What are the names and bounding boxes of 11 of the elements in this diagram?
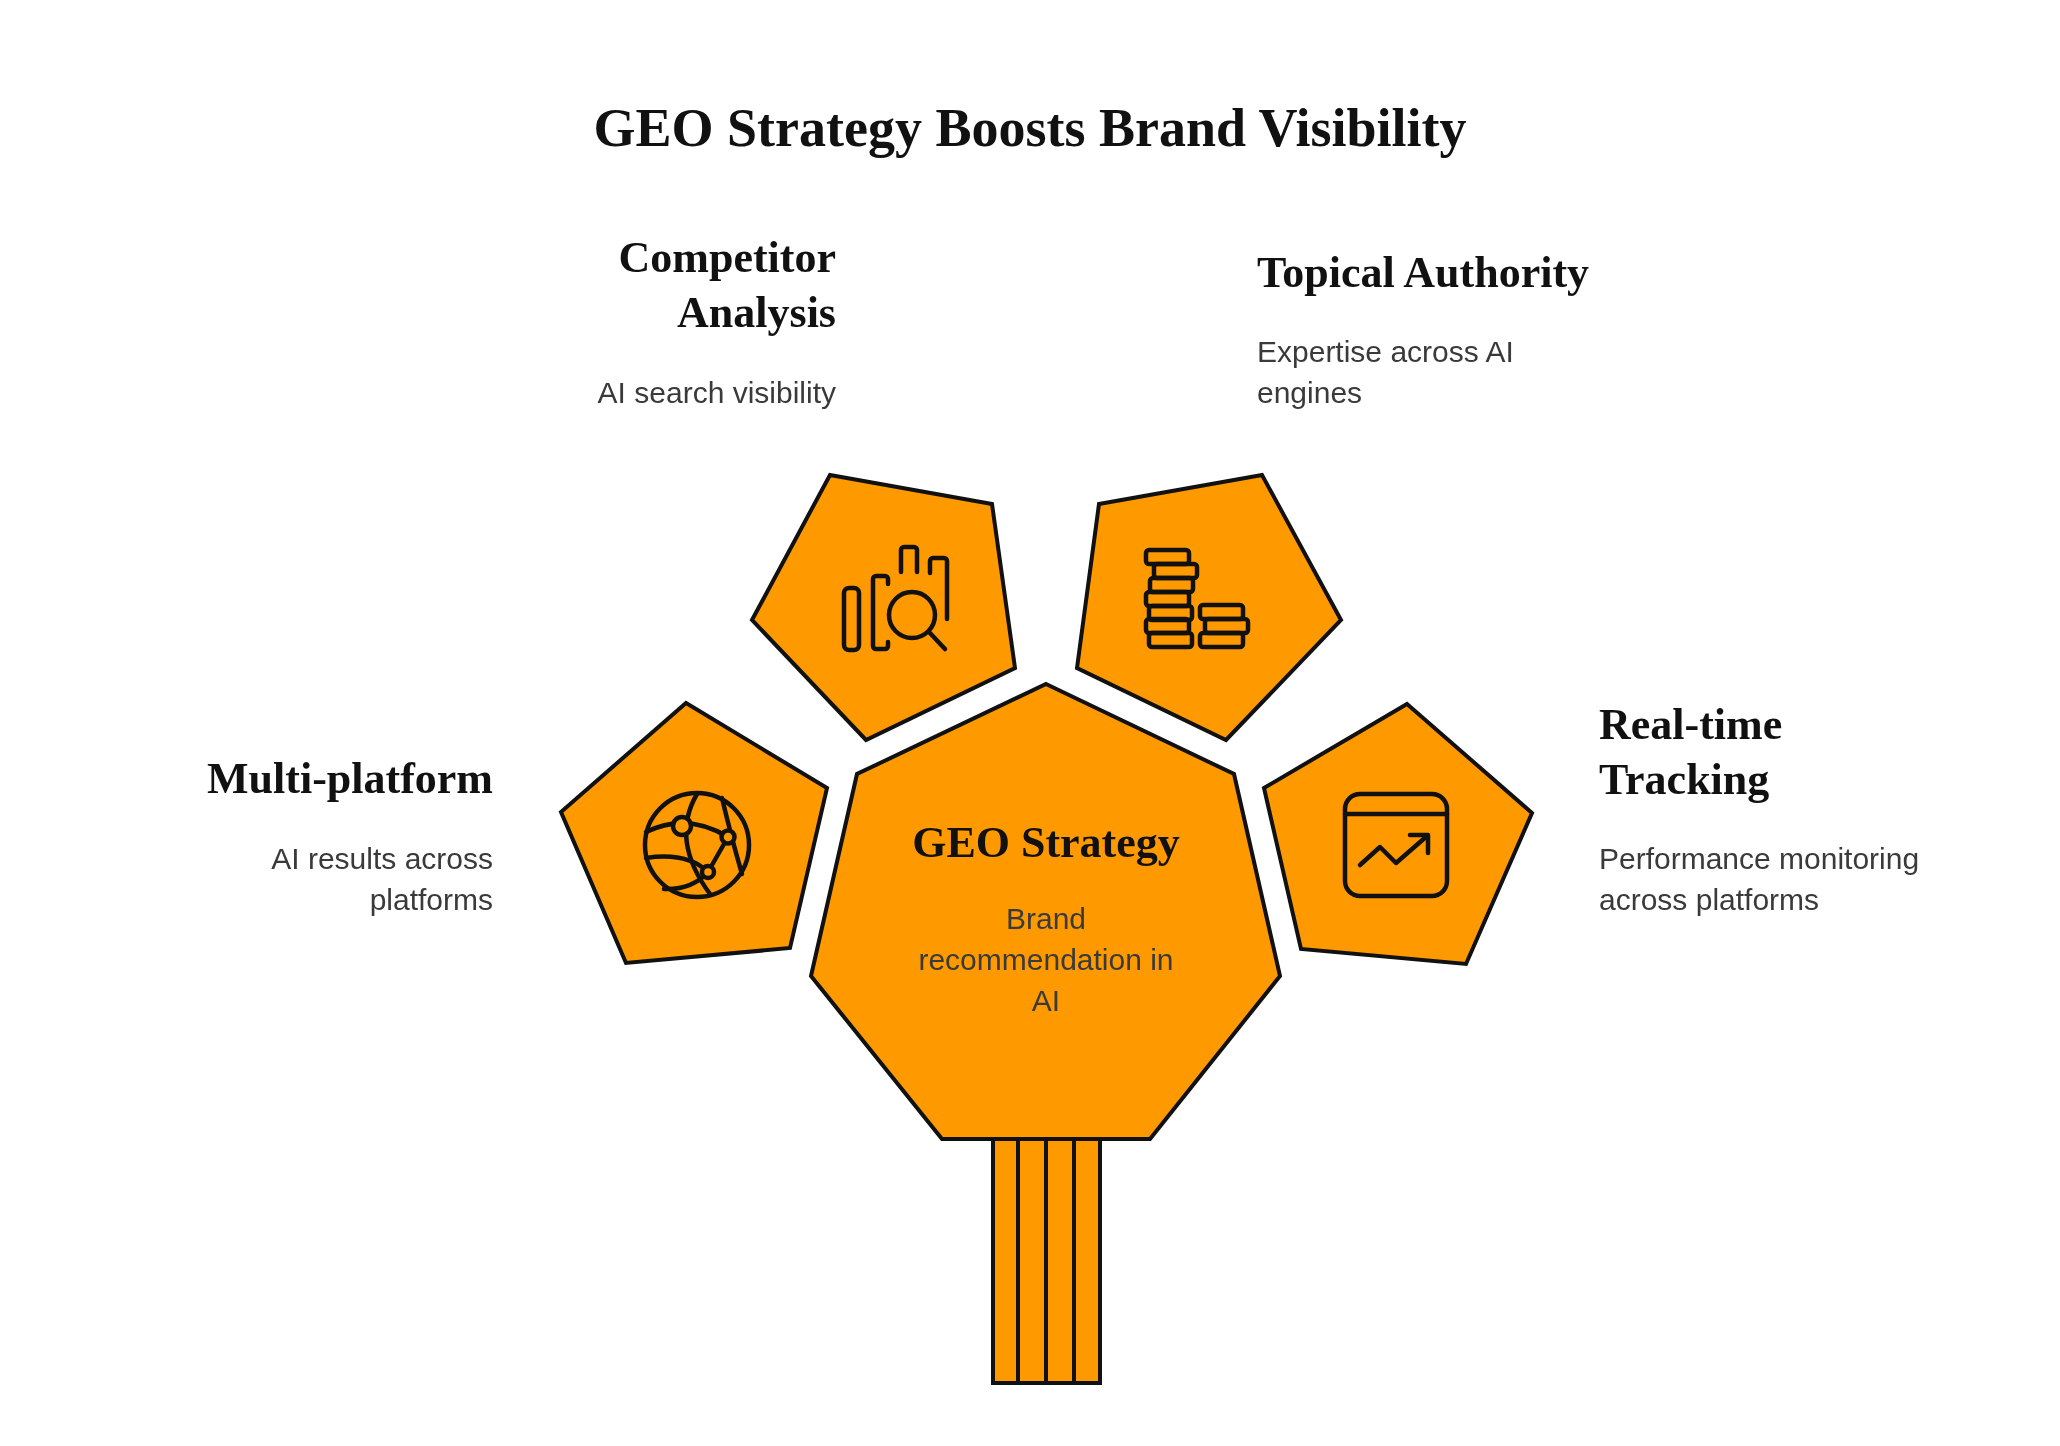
node-description: Brand recommendation in AI bbox=[917, 901, 1175, 1019]
node-heading: GEO Strategy bbox=[911, 817, 1181, 869]
node-heading: Topical Authority bbox=[1257, 247, 1591, 299]
node-description: AI search visibility bbox=[596, 375, 836, 411]
node-description: Expertise across AI engines bbox=[1257, 334, 1515, 411]
node-heading: Real-time Tracking bbox=[1599, 699, 1784, 806]
node-heading: Competitor Analysis bbox=[617, 232, 836, 339]
node-description: AI results across platforms bbox=[270, 841, 493, 918]
diagram-title: GEO Strategy Boosts Brand Visibility bbox=[592, 97, 1468, 160]
node-description: Performance monitoring across platforms bbox=[1599, 841, 1921, 918]
node-heading: Multi-platform bbox=[206, 753, 493, 805]
